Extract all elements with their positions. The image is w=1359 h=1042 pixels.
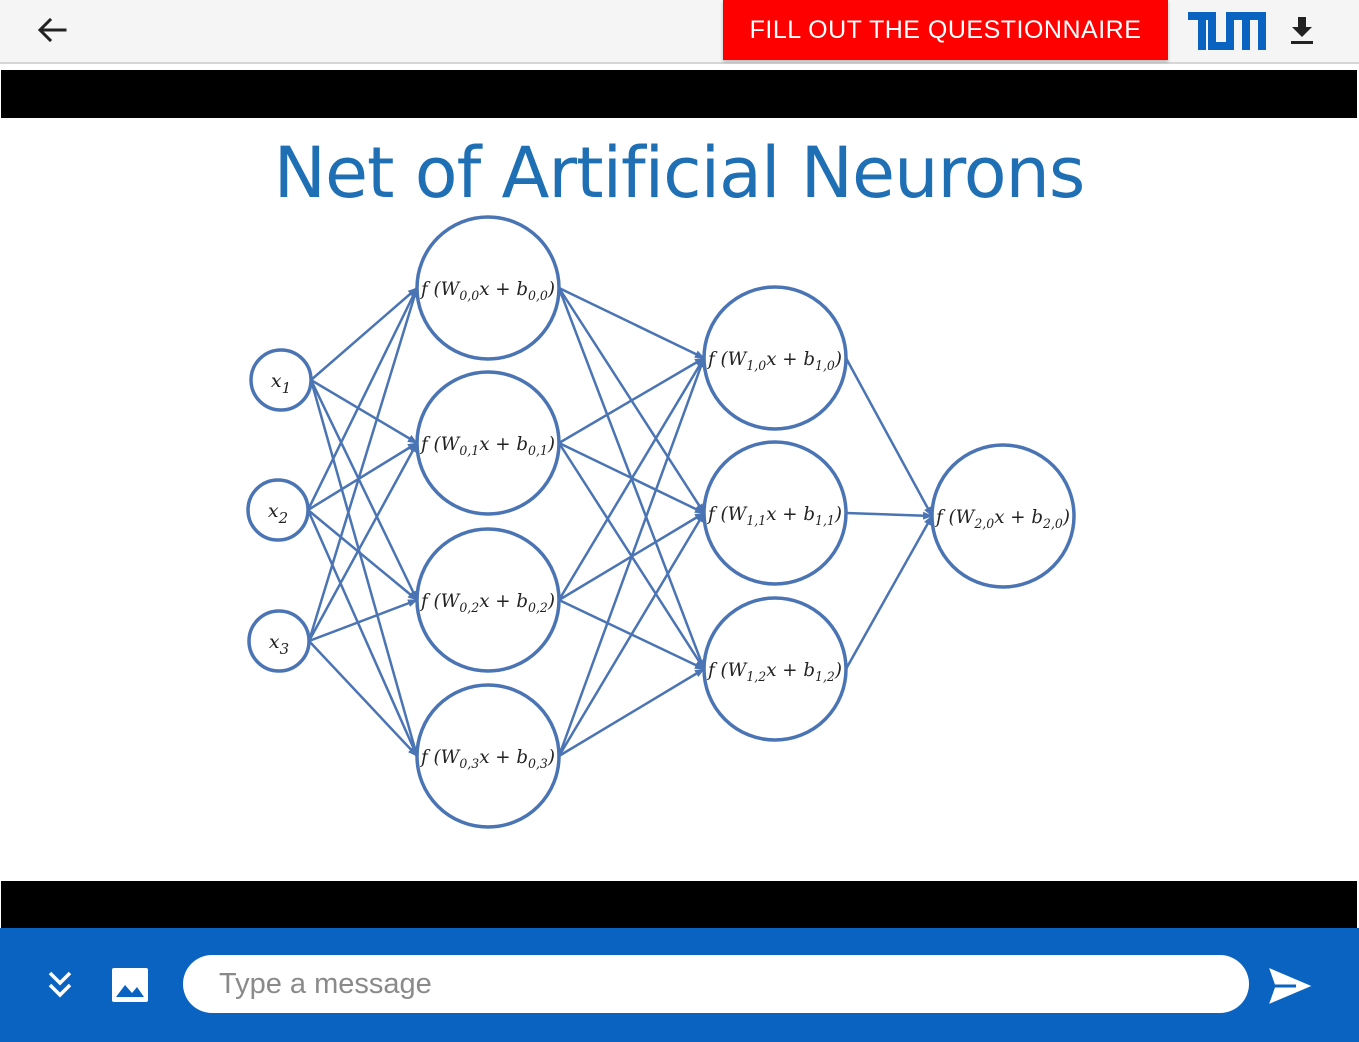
neuron-hidden2-1: f (W1,1x + b1,1)	[702, 440, 848, 586]
insert-image-button[interactable]	[108, 963, 152, 1007]
edge-hidden1-0-to-hidden2-0	[558, 286, 705, 360]
tum-logo-icon	[1188, 12, 1266, 50]
top-bar: FILL OUT THE QUESTIONNAIRE	[0, 0, 1359, 64]
neuron-label: x3	[269, 631, 289, 658]
neuron-output-0: f (W2,0x + b2,0)	[930, 443, 1076, 589]
image-icon	[112, 968, 148, 1002]
neuron-circle	[930, 443, 1076, 589]
edge-hidden1-3-to-hidden2-1	[557, 512, 706, 757]
lecture-slide: Net of Artificial Neurons x1 x2 x3 f (W0,0x…	[1, 118, 1357, 881]
edge-inputs-1-to-hidden1-3	[306, 509, 419, 757]
edge-hidden2-1-to-output-0	[845, 511, 933, 520]
collapse-button[interactable]	[40, 965, 80, 1005]
neuron-label: f (W0,3x + b0,3)	[419, 746, 555, 772]
neuron-hidden1-1: f (W0,1x + b0,1)	[415, 370, 561, 516]
neuron-hidden2-0: f (W1,0x + b1,0)	[702, 285, 848, 431]
neuron-hidden1-0: f (W0,0x + b0,0)	[415, 215, 561, 361]
edge-inputs-0-to-hidden1-0	[310, 287, 418, 381]
edge-inputs-0-to-hidden1-1	[310, 378, 418, 445]
edge-hidden1-2-to-hidden2-0	[557, 357, 706, 601]
send-button[interactable]	[1266, 964, 1314, 1008]
neuron-nodes: x1 x2 x3 f (W0,0x + b0,0) f (W0,1x + b0,1) f …	[246, 215, 1076, 829]
edge-inputs-2-to-hidden1-3	[308, 640, 418, 757]
neuron-inputs-1: x2	[246, 478, 310, 542]
neuron-inputs-0: x1	[249, 348, 313, 412]
neuron-inputs-2: x3	[247, 609, 311, 673]
edge-hidden1-3-to-hidden2-0	[557, 357, 706, 757]
neuron-label: f (W0,2x + b0,2)	[419, 590, 555, 616]
edge-inputs-0-to-hidden1-2	[309, 379, 419, 601]
neuron-label: f (W1,2x + b1,2)	[706, 659, 842, 685]
neuron-hidden2-2: f (W1,2x + b1,2)	[702, 596, 848, 742]
neural-network-diagram: x1 x2 x3 f (W0,0x + b0,0) f (W0,1x + b0,1) f …	[246, 215, 1076, 829]
edge-inputs-1-to-hidden1-2	[307, 509, 418, 601]
edge-hidden2-2-to-output-0	[844, 515, 934, 670]
fill-questionnaire-button[interactable]: FILL OUT THE QUESTIONNAIRE	[723, 0, 1168, 60]
message-input[interactable]	[183, 955, 1249, 1013]
neuron-circle	[246, 478, 310, 542]
edge-inputs-2-to-hidden1-0	[307, 287, 419, 642]
edge-inputs-0-to-hidden1-3	[309, 379, 419, 757]
neuron-circle	[415, 527, 561, 673]
edge-inputs-1-to-hidden1-1	[307, 441, 418, 512]
neuron-label: x1	[271, 370, 291, 397]
neuron-circle	[702, 596, 848, 742]
neuron-circle	[702, 440, 848, 586]
video-player[interactable]: Net of Artificial Neurons x1 x2 x3 f (W0,0x…	[1, 70, 1357, 928]
neuron-label: f (W0,1x + b0,1)	[419, 433, 555, 459]
neuron-circle	[247, 609, 311, 673]
slide-title: Net of Artificial Neurons	[273, 132, 1086, 214]
neuron-circle	[415, 370, 561, 516]
neuron-circle	[249, 348, 313, 412]
chat-bar	[0, 928, 1359, 1042]
edge-hidden1-1-to-hidden2-0	[558, 356, 705, 445]
neuron-circle	[702, 285, 848, 431]
edge-inputs-2-to-hidden1-2	[308, 598, 418, 643]
download-icon	[1291, 17, 1313, 44]
neuron-label: f (W1,1x + b1,1)	[706, 503, 842, 529]
back-button[interactable]	[30, 10, 74, 50]
arrow-left-icon	[37, 17, 67, 43]
neuron-label: f (W2,0x + b2,0)	[934, 506, 1070, 532]
edge-inputs-2-to-hidden1-1	[307, 442, 419, 642]
neuron-hidden1-3: f (W0,3x + b0,3)	[415, 683, 561, 829]
edge-hidden1-3-to-hidden2-2	[558, 667, 705, 758]
edge-hidden2-0-to-output-0	[844, 357, 934, 517]
neuron-label: f (W0,0x + b0,0)	[419, 278, 555, 304]
neuron-circle	[415, 683, 561, 829]
neuron-circle	[415, 215, 561, 361]
neuron-hidden1-2: f (W0,2x + b0,2)	[415, 527, 561, 673]
connection-edges	[306, 286, 934, 758]
neuron-label: x2	[268, 500, 288, 527]
download-button[interactable]	[1284, 12, 1320, 48]
questionnaire-label: FILL OUT THE QUESTIONNAIRE	[749, 15, 1142, 44]
double-chevron-down-icon	[48, 971, 72, 998]
neuron-label: f (W1,0x + b1,0)	[706, 348, 842, 374]
send-icon	[1269, 968, 1312, 1004]
edge-inputs-1-to-hidden1-0	[306, 287, 419, 511]
